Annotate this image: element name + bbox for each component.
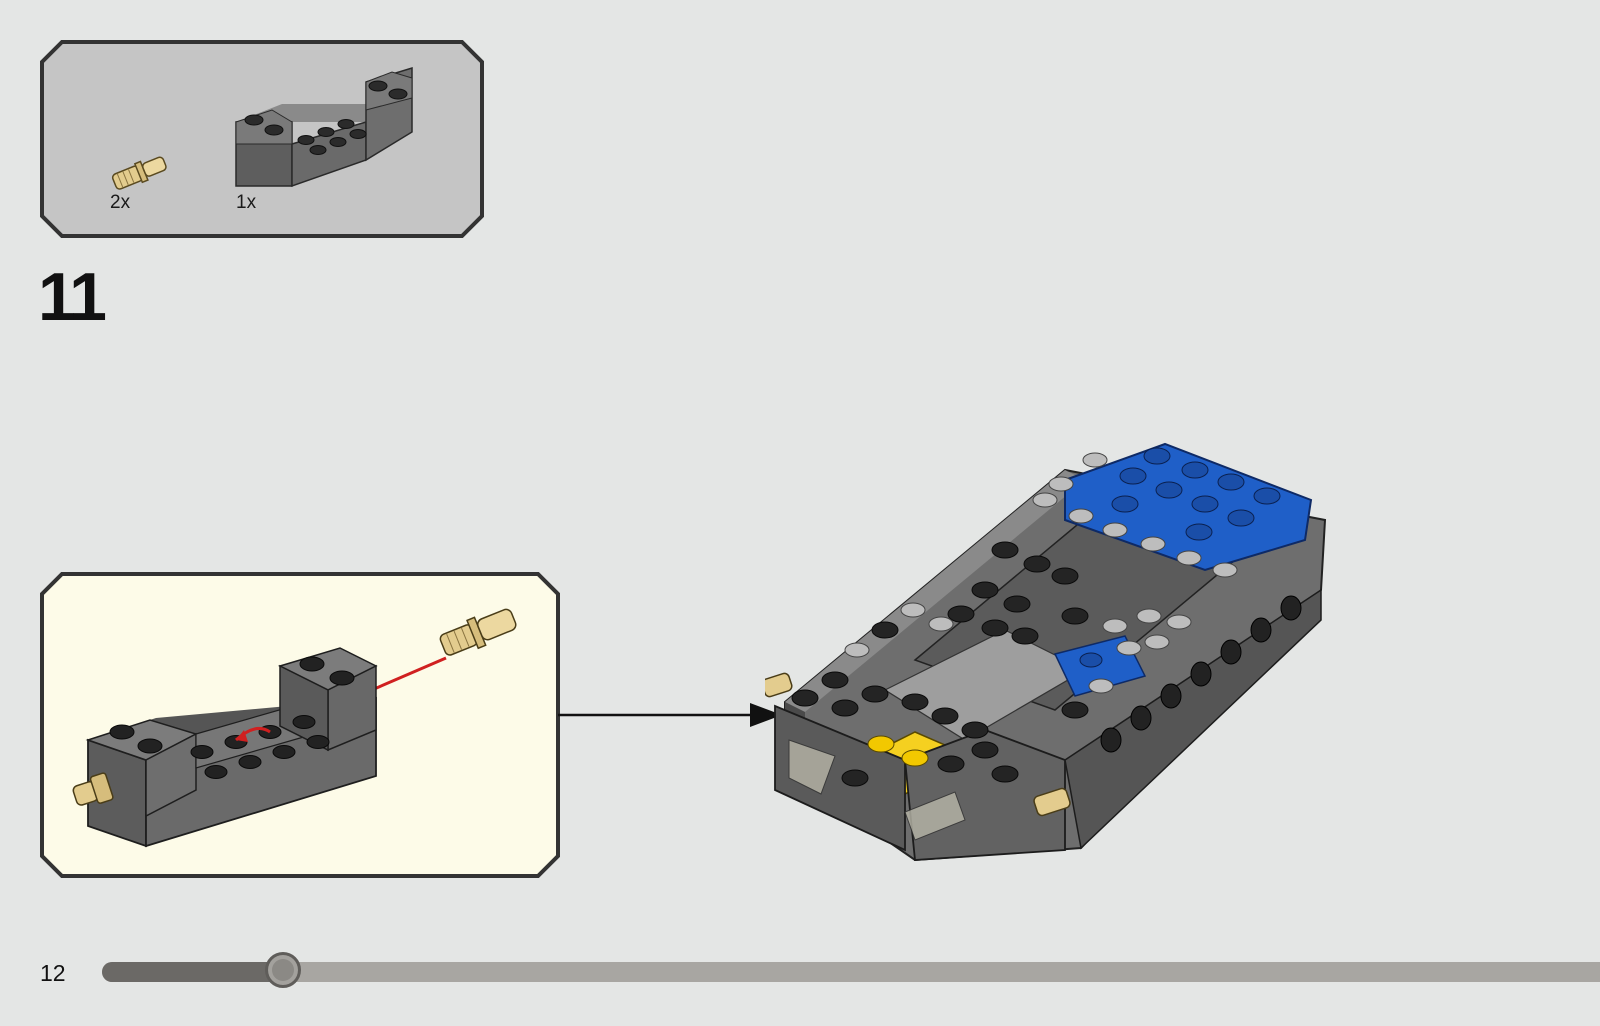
progress-knob (265, 952, 301, 988)
step-number: 11 (38, 258, 104, 336)
tan-pin-part-icon (108, 150, 174, 192)
bracket-assembly-illustration (66, 590, 556, 860)
attach-arrow (558, 700, 788, 730)
progress-bar (102, 962, 1600, 982)
bracket-quantity: 1x (236, 192, 256, 214)
callout-panel (40, 572, 560, 878)
progress-fill (102, 962, 283, 982)
pin-quantity: 2x (110, 192, 130, 214)
page-number: 12 (40, 960, 66, 987)
main-model-illustration (765, 440, 1345, 880)
grey-bracket-part-icon (232, 62, 418, 188)
parts-list-panel: 2x 1x (40, 40, 484, 238)
